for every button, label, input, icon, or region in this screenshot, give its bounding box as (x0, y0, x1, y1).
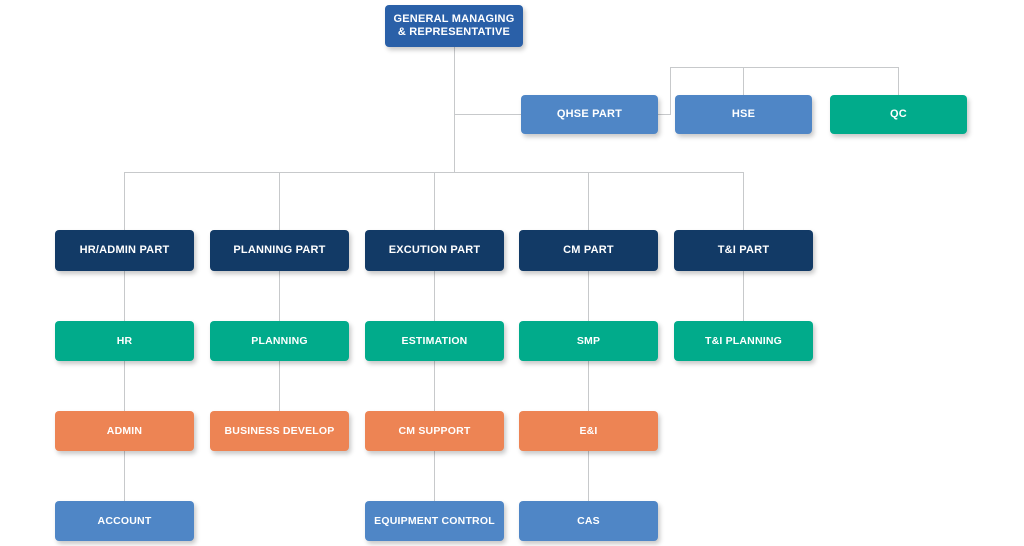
node-label: ADMIN (106, 424, 143, 437)
node-label: CAS (577, 514, 600, 527)
node-qc[interactable]: QC (830, 95, 967, 134)
node-label: GENERAL MANAGING & REPRESENTATIVE (393, 13, 515, 38)
node-estimation[interactable]: ESTIMATION (365, 321, 504, 361)
connector-smp-to-ei (588, 361, 589, 411)
node-label: PLANNING (251, 334, 308, 347)
node-hr[interactable]: HR (55, 321, 194, 361)
node-planning[interactable]: PLANNING (210, 321, 349, 361)
connector-qhse-right-stub (657, 114, 670, 115)
node-hse[interactable]: HSE (675, 95, 812, 134)
node-label: QHSE PART (556, 108, 623, 121)
connector-root-trunk (454, 47, 455, 172)
node-planning-part[interactable]: PLANNING PART (210, 230, 349, 271)
connector-drop-cm-part (588, 172, 589, 230)
node-label: SMP (576, 334, 601, 347)
node-ei[interactable]: E&I (519, 411, 658, 451)
connector-qhse-children-bus (670, 67, 898, 68)
connector-cm-part-to-smp (588, 271, 589, 321)
node-label: CM PART (563, 244, 614, 257)
node-smp[interactable]: SMP (519, 321, 658, 361)
connector-admin-to-account (124, 451, 125, 501)
connector-hr-to-admin (124, 361, 125, 411)
node-general-managing-representative[interactable]: GENERAL MANAGING & REPRESENTATIVE (385, 5, 523, 47)
connector-drop-ti-part (743, 172, 744, 230)
node-label: EQUIPMENT CONTROL (374, 514, 495, 527)
connector-drop-hse (743, 67, 744, 95)
connector-drop-planning-part (279, 172, 280, 230)
node-account[interactable]: ACCOUNT (55, 501, 194, 541)
node-business-develop[interactable]: BUSINESS DEVELOP (210, 411, 349, 451)
node-label: EXCUTION PART (388, 244, 481, 257)
node-label: CM SUPPORT (398, 424, 471, 437)
node-label: HR (116, 334, 133, 347)
node-label: ACCOUNT (97, 514, 152, 527)
connector-drop-hr-admin-part (124, 172, 125, 230)
node-cm-part[interactable]: CM PART (519, 230, 658, 271)
node-label: T&I PLANNING (704, 334, 783, 347)
node-label: ESTIMATION (401, 334, 468, 347)
node-excution-part[interactable]: EXCUTION PART (365, 230, 504, 271)
connector-ti-part-to-ti-planning (743, 271, 744, 321)
node-label: PLANNING PART (233, 244, 326, 257)
node-hr-admin-part[interactable]: HR/ADMIN PART (55, 230, 194, 271)
connector-ei-to-cas (588, 451, 589, 501)
connector-root-to-qhse (454, 114, 521, 115)
node-qhse-part[interactable]: QHSE PART (521, 95, 658, 134)
node-label: T&I PART (717, 244, 770, 257)
node-label: E&I (579, 424, 598, 437)
node-admin[interactable]: ADMIN (55, 411, 194, 451)
connector-drop-qc (898, 67, 899, 95)
node-equipment-control[interactable]: EQUIPMENT CONTROL (365, 501, 504, 541)
node-cm-support[interactable]: CM SUPPORT (365, 411, 504, 451)
connector-planning-part-to-planning (279, 271, 280, 321)
connector-qhse-riser (670, 67, 671, 115)
connector-planning-to-business-develop (279, 361, 280, 411)
node-ti-planning[interactable]: T&I PLANNING (674, 321, 813, 361)
connector-estimation-to-cm-support (434, 361, 435, 411)
node-label: HR/ADMIN PART (79, 244, 170, 257)
connector-cm-support-to-equipment-control (434, 451, 435, 501)
connector-excution-to-estimation (434, 271, 435, 321)
node-ti-part[interactable]: T&I PART (674, 230, 813, 271)
connector-drop-excution-part (434, 172, 435, 230)
node-cas[interactable]: CAS (519, 501, 658, 541)
node-label: HSE (731, 108, 756, 121)
connector-hr-admin-to-hr (124, 271, 125, 321)
node-label: BUSINESS DEVELOP (224, 424, 335, 437)
node-label: QC (890, 108, 907, 121)
